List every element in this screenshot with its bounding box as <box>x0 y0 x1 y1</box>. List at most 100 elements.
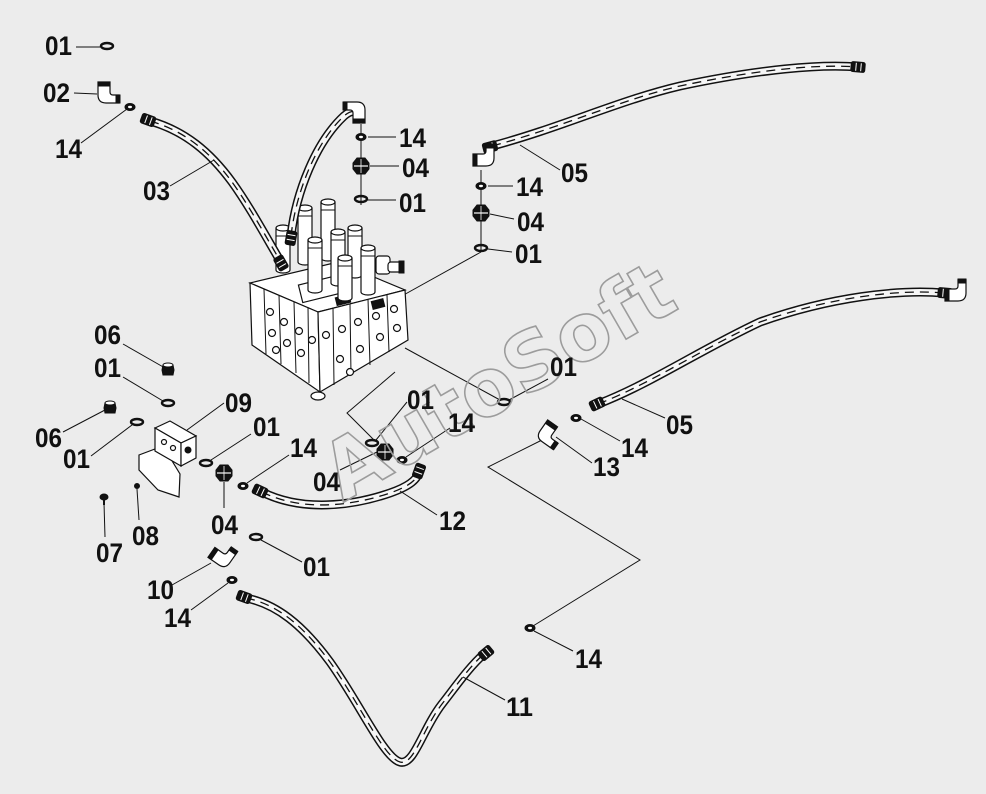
connection-line <box>486 437 641 627</box>
hydraulic-hose <box>145 116 287 269</box>
nut-flat <box>287 233 296 237</box>
valve-right-face <box>317 289 409 394</box>
leader-line <box>339 451 378 471</box>
valve-port <box>282 338 292 348</box>
elbow-fitting <box>537 419 559 451</box>
nut-flat <box>593 401 598 409</box>
nut-flat <box>860 63 862 72</box>
callout-label: 14 <box>399 123 426 153</box>
callout-label: 14 <box>575 644 602 674</box>
nut-body <box>139 112 157 128</box>
spool-cap <box>320 198 336 206</box>
hydraulic-hose <box>487 61 863 151</box>
connection-line <box>346 371 396 441</box>
valve-port <box>392 323 402 333</box>
washer-hole <box>479 184 483 188</box>
leader-line <box>186 402 225 431</box>
nut-flat <box>855 62 857 71</box>
nut-flat <box>942 288 944 297</box>
pilot-block-port <box>184 446 192 454</box>
nut-flat <box>286 238 295 242</box>
elbow-nut <box>549 440 559 451</box>
callout-label: 06 <box>35 423 62 453</box>
o-ring <box>129 417 145 427</box>
nut-flat <box>256 486 261 494</box>
hose-centerline <box>290 110 359 237</box>
elbow-fitting <box>944 278 967 302</box>
nut-flat <box>240 592 244 601</box>
leader-line <box>169 159 215 187</box>
pilot-block-port <box>160 438 168 446</box>
elbow-nut <box>957 278 967 284</box>
valve-spool <box>337 254 353 302</box>
callout-label: 14 <box>448 408 475 438</box>
leader-line <box>122 376 164 402</box>
elbow-nut <box>944 288 950 302</box>
nut-body <box>251 483 269 499</box>
leader-line <box>246 454 290 484</box>
adapter-fitting <box>376 443 394 461</box>
spool-body <box>337 258 353 302</box>
plug <box>103 400 117 414</box>
nut-body <box>588 396 606 412</box>
callout-label: 02 <box>43 78 70 108</box>
nut-body <box>235 589 253 605</box>
hydraulic-hose <box>241 593 489 767</box>
elbow-nut <box>207 546 219 561</box>
leader-line <box>260 539 303 563</box>
pilot-block <box>153 420 198 468</box>
leader-line <box>80 108 128 144</box>
hose-end-nut <box>273 254 289 272</box>
elbow-fitting <box>342 101 366 124</box>
leader-line <box>555 436 593 464</box>
valve-port <box>279 317 289 327</box>
nut-flat <box>597 398 602 407</box>
leader-line <box>210 433 252 461</box>
adapter-fitting <box>215 464 233 482</box>
leader-line <box>103 502 106 538</box>
valve-port <box>371 311 381 321</box>
callout-label: 14 <box>516 172 543 202</box>
nut-flat <box>278 263 287 269</box>
leader-line <box>171 562 212 586</box>
callout-label: 08 <box>132 521 159 551</box>
callout-label: 13 <box>593 452 620 482</box>
elbow-nut <box>398 260 405 274</box>
leader-line <box>580 418 621 442</box>
callout-label: 01 <box>45 31 72 61</box>
nut-flat <box>481 650 488 658</box>
leader-line <box>399 490 438 516</box>
callout-label: 04 <box>402 153 429 183</box>
spool-body <box>307 240 323 294</box>
leader-line <box>519 144 561 171</box>
elbow-nut <box>228 546 239 556</box>
control-valve-block <box>248 198 409 401</box>
callout-label: 01 <box>515 239 542 269</box>
hose-end-nut <box>235 589 253 605</box>
hose-end-nut <box>850 61 866 73</box>
callout-label: 03 <box>143 176 170 206</box>
elbow-nut <box>472 153 478 167</box>
plug-cap <box>162 362 174 368</box>
leader-line <box>190 582 229 611</box>
plug <box>161 362 175 376</box>
valve-port <box>321 330 331 340</box>
spool-cap <box>360 244 376 252</box>
o-ring <box>248 532 264 542</box>
connection-line <box>404 347 501 401</box>
elbow-fitting <box>472 143 495 167</box>
callout-label: 01 <box>303 552 330 582</box>
washer-hole <box>128 105 132 109</box>
elbow-nut <box>97 81 111 87</box>
leader-line <box>375 401 408 441</box>
valve-port <box>375 332 385 342</box>
spool-cap <box>330 228 346 236</box>
elbow-fitting <box>97 81 121 104</box>
hydraulic-hose <box>593 287 949 409</box>
washer-hole <box>230 578 234 582</box>
washer-hole <box>241 484 245 488</box>
nut-flat <box>414 471 423 475</box>
nut-flat <box>260 488 265 497</box>
leader-line <box>508 378 549 401</box>
